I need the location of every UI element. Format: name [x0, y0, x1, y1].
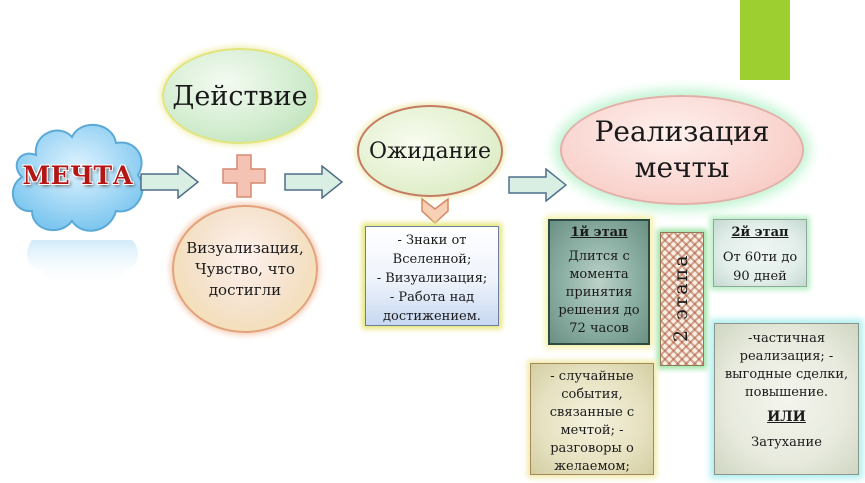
waiting-oval: Ожидание: [357, 105, 503, 197]
waiting-item: - Работа над достижением.: [383, 290, 481, 324]
realization-line1: Реализация: [594, 115, 770, 148]
result-or-label: ИЛИ: [767, 409, 806, 425]
accent-bar: [740, 0, 790, 80]
action-oval: Действие: [162, 48, 318, 144]
arrow-right-icon: [508, 168, 568, 202]
result-box: -частичная реализация; - выгодные сделки…: [714, 323, 859, 475]
dream-cloud: [12, 123, 144, 232]
stage1-text: Длится с момента принятия решения до 72 …: [558, 249, 640, 336]
visualization-text: Визуализация, Чувство, что достигли: [186, 238, 304, 299]
events-text: - случайные события, связанные с мечтой;…: [549, 369, 635, 474]
arrow-right-icon: [140, 165, 200, 199]
stage1-box: 1й этап Длится с момента принятия решени…: [548, 219, 650, 345]
result-text: -частичная реализация; - выгодные сделки…: [724, 331, 849, 400]
stage2-vertical-box: [660, 232, 704, 366]
stage2-text: От 60ти до 90 дней: [722, 250, 798, 284]
waiting-list-box: - Знаки от Вселенной; - Визуализация; - …: [365, 226, 499, 326]
stage2-vertical-label: 2 этапа: [670, 253, 692, 343]
result-fade: Затухание: [751, 435, 822, 450]
arrow-right-icon: [284, 165, 344, 199]
events-box: - случайные события, связанные с мечтой;…: [530, 363, 654, 475]
plus-icon: [222, 154, 266, 198]
stage2-title: 2й этап: [731, 225, 789, 240]
realization-line2: мечты: [634, 151, 730, 184]
waiting-item: - Визуализация;: [376, 271, 488, 286]
stage2-box: 2й этап От 60ти до 90 дней: [713, 219, 807, 287]
waiting-label: Ожидание: [369, 138, 491, 164]
dream-label: МЕЧТА: [22, 160, 134, 190]
action-label: Действие: [172, 80, 308, 112]
visualization-oval: Визуализация, Чувство, что достигли: [172, 205, 318, 333]
stage1-title: 1й этап: [570, 225, 628, 240]
dream-cloud-reflection: [27, 240, 139, 288]
realization-oval: Реализация мечты: [560, 95, 804, 205]
waiting-item: - Знаки от Вселенной;: [392, 233, 472, 267]
chevron-down-icon: [421, 197, 449, 225]
